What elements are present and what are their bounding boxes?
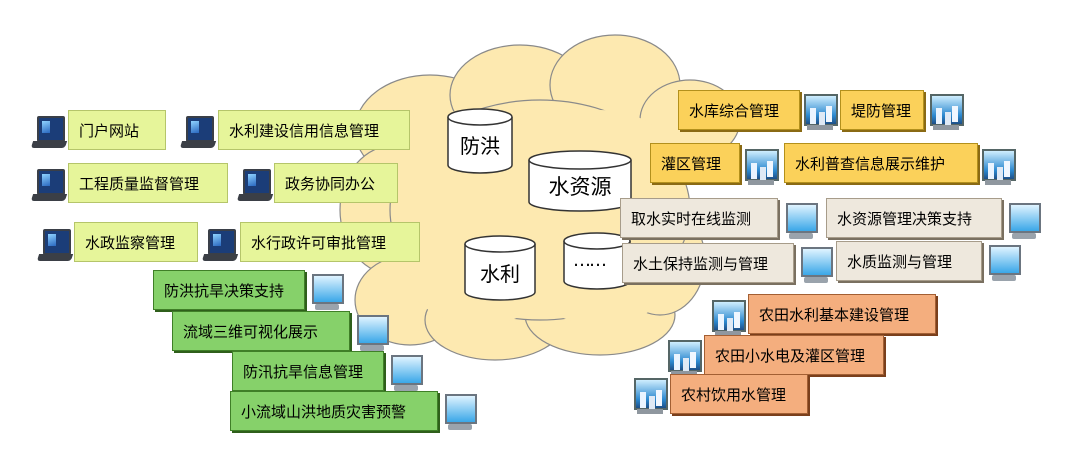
database-water-conservancy: 水利 <box>464 235 536 301</box>
rural-water-box[interactable]: 农村饮用水管理 <box>670 374 808 414</box>
city-screen-icon <box>804 94 838 130</box>
city-screen-icon <box>668 340 702 376</box>
box-label: 水利建设信用信息管理 <box>229 122 380 140</box>
database-water-resources: 水资源 <box>528 150 632 212</box>
city-screen-icon <box>712 300 746 336</box>
reservoir-box[interactable]: 水库综合管理 <box>678 90 800 130</box>
box-label: 政务协同办公 <box>285 175 376 193</box>
irrigation-box[interactable]: 灌区管理 <box>650 143 740 183</box>
laptop-icon <box>30 115 68 151</box>
portal-website-box[interactable]: 门户网站 <box>68 110 166 150</box>
office-collab-box[interactable]: 政务协同办公 <box>274 163 398 203</box>
monitor-icon <box>1008 203 1042 241</box>
census-display-box[interactable]: 水利普查信息展示维护 <box>784 143 978 183</box>
laptop-icon <box>201 228 239 264</box>
quality-supervision-box[interactable]: 工程质量监督管理 <box>68 163 228 203</box>
credit-info-box[interactable]: 水利建设信用信息管理 <box>218 110 410 150</box>
box-label: 流域三维可视化展示 <box>183 323 319 341</box>
water-decision-box[interactable]: 水资源管理决策支持 <box>826 198 1002 238</box>
box-label: 小流域山洪地质灾害预警 <box>241 403 407 421</box>
inspection-box[interactable]: 水政监察管理 <box>74 222 198 262</box>
soil-conservation-box[interactable]: 水土保持监测与管理 <box>622 243 794 283</box>
box-label: 农村饮用水管理 <box>681 386 787 404</box>
water-quality-box[interactable]: 水质监测与管理 <box>836 241 982 281</box>
intake-monitoring-box[interactable]: 取水实时在线监测 <box>620 198 778 238</box>
embankment-box[interactable]: 堤防管理 <box>840 90 924 130</box>
box-label: 农田水利基本建设管理 <box>759 306 910 324</box>
approval-box[interactable]: 水行政许可审批管理 <box>240 222 420 262</box>
mountain-flood-box[interactable]: 小流域山洪地质灾害预警 <box>230 391 438 431</box>
box-label: 水土保持监测与管理 <box>633 255 769 273</box>
box-label: 防洪抗旱决策支持 <box>164 282 285 300</box>
database-label: …… <box>573 250 607 271</box>
farmland-construction-box[interactable]: 农田水利基本建设管理 <box>748 294 936 334</box>
box-label: 灌区管理 <box>661 155 722 173</box>
city-screen-icon <box>745 149 779 185</box>
box-label: 水资源管理决策支持 <box>837 210 973 228</box>
box-label: 水行政许可审批管理 <box>251 234 387 252</box>
drought-info-box[interactable]: 防汛抗旱信息管理 <box>232 351 384 391</box>
box-label: 水利普查信息展示维护 <box>795 155 946 173</box>
box-label: 取水实时在线监测 <box>631 210 752 228</box>
box-label: 堤防管理 <box>851 102 912 120</box>
monitor-icon <box>390 355 424 393</box>
database-label: 水资源 <box>548 175 612 199</box>
database-more: …… <box>563 232 631 290</box>
database-label: 水利 <box>480 262 520 286</box>
box-label: 农田小水电及灌区管理 <box>715 347 866 365</box>
box-label: 水库综合管理 <box>689 102 780 120</box>
box-label: 门户网站 <box>79 122 140 140</box>
laptop-icon <box>30 168 68 204</box>
city-screen-icon <box>930 94 964 130</box>
laptop-icon <box>236 168 274 204</box>
city-screen-icon <box>982 149 1016 185</box>
box-label: 工程质量监督管理 <box>79 175 200 193</box>
laptop-icon <box>179 115 217 151</box>
database-label: 防洪 <box>460 134 500 158</box>
monitor-icon <box>800 247 834 285</box>
database-flood: 防洪 <box>447 108 513 174</box>
monitor-icon <box>785 203 819 241</box>
monitor-icon <box>311 274 345 312</box>
basin-3d-box[interactable]: 流域三维可视化展示 <box>172 311 350 351</box>
monitor-icon <box>444 394 478 432</box>
monitor-icon <box>356 315 390 353</box>
small-hydro-box[interactable]: 农田小水电及灌区管理 <box>704 335 884 375</box>
monitor-icon <box>988 245 1022 283</box>
flood-decision-box[interactable]: 防洪抗旱决策支持 <box>153 270 305 310</box>
city-screen-icon <box>634 378 668 414</box>
box-label: 防汛抗旱信息管理 <box>243 363 364 381</box>
laptop-icon <box>36 228 74 264</box>
box-label: 水质监测与管理 <box>847 253 953 271</box>
box-label: 水政监察管理 <box>85 234 176 252</box>
